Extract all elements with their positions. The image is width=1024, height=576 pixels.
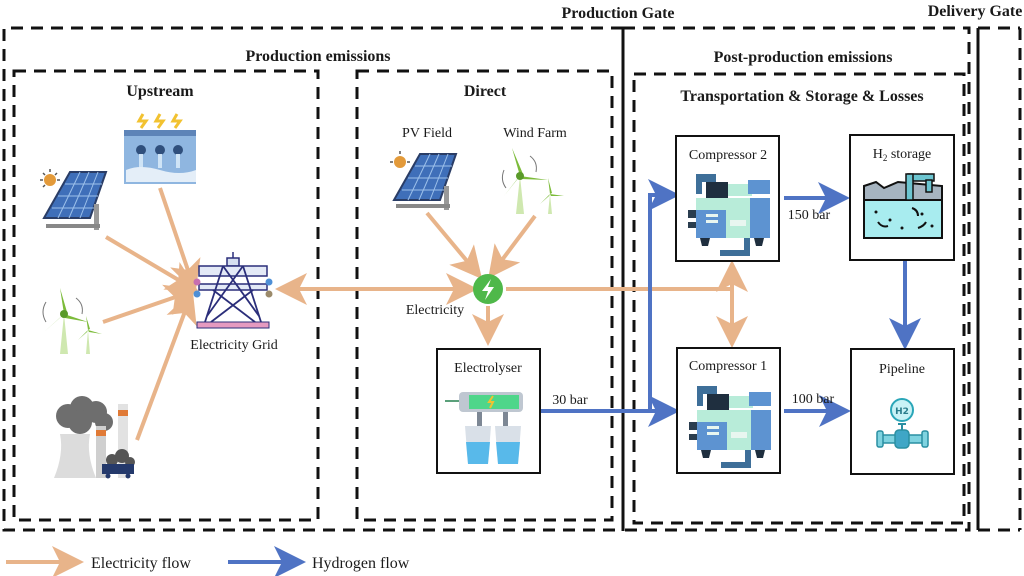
post-production-title: Post-production emissions [714,49,893,66]
direct-title: Direct [464,83,507,100]
delivery-gate-box [976,26,1022,532]
wind-farm-icon [501,148,564,214]
wind-turbine-icon [42,288,102,354]
electricity-grid-label: Electricity Grid [190,338,277,353]
flow-electrolyser-to-compressor-2 [648,179,680,411]
production-emissions-title: Production emissions [245,48,390,65]
pv-field-label: PV Field [402,126,452,141]
flow-wind-to-hub [488,214,537,279]
electricity-hub-icon [473,274,503,304]
legend-electricity-label: Electricity flow [91,555,191,572]
electricity-grid-icon [193,252,273,329]
flow-wind-to-grid [102,284,198,324]
compressor-1-pressure-label: 100 bar [792,392,835,407]
legend-hydrogen-label: Hydrogen flow [312,555,410,572]
flow-coal-to-grid [135,290,197,441]
coal-power-plant-icon [54,396,135,479]
post-production-box [623,26,971,532]
electrolyser-icon [445,392,523,464]
compressor-2-label: Compressor 2 [689,148,767,163]
wind-farm-label: Wind Farm [503,126,567,141]
compressor-2-icon [688,174,770,256]
flow-pv-to-hub [425,211,483,280]
solar-panel-icon [40,169,108,230]
hydropower-icon [124,113,196,184]
compressor-2-pressure-label: 150 bar [788,208,831,223]
production-emissions-box [2,26,625,532]
production-gate-label: Production Gate [561,5,674,22]
legend: Electricity flow Hydrogen flow [6,546,410,576]
upstream-title: Upstream [126,83,194,100]
pipeline-icon: H2 [876,398,929,449]
transport-storage-title: Transportation & Storage & Losses [680,88,923,105]
h2-storage-icon [863,173,943,239]
pipeline-h2-badge: H2 [895,407,909,417]
delivery-gate-label: Delivery Gate [928,3,1023,20]
electrolyser-pressure-label: 30 bar [552,393,588,408]
hydrogen-flows [541,179,921,427]
pv-field-icon [390,151,458,210]
electricity-label: Electricity [406,303,464,318]
electrolyser-label: Electrolyser [454,361,522,376]
h2-storage-label: H2 storage [873,147,932,163]
pipeline-label: Pipeline [879,362,925,377]
direct-box [355,69,614,522]
flow-hydro-to-grid [158,187,201,293]
electricity-flows [102,187,748,441]
compressor-1-icon [689,386,771,468]
compressor-1-label: Compressor 1 [689,359,767,374]
upstream-box [12,69,320,522]
transport-storage-box [632,72,966,525]
